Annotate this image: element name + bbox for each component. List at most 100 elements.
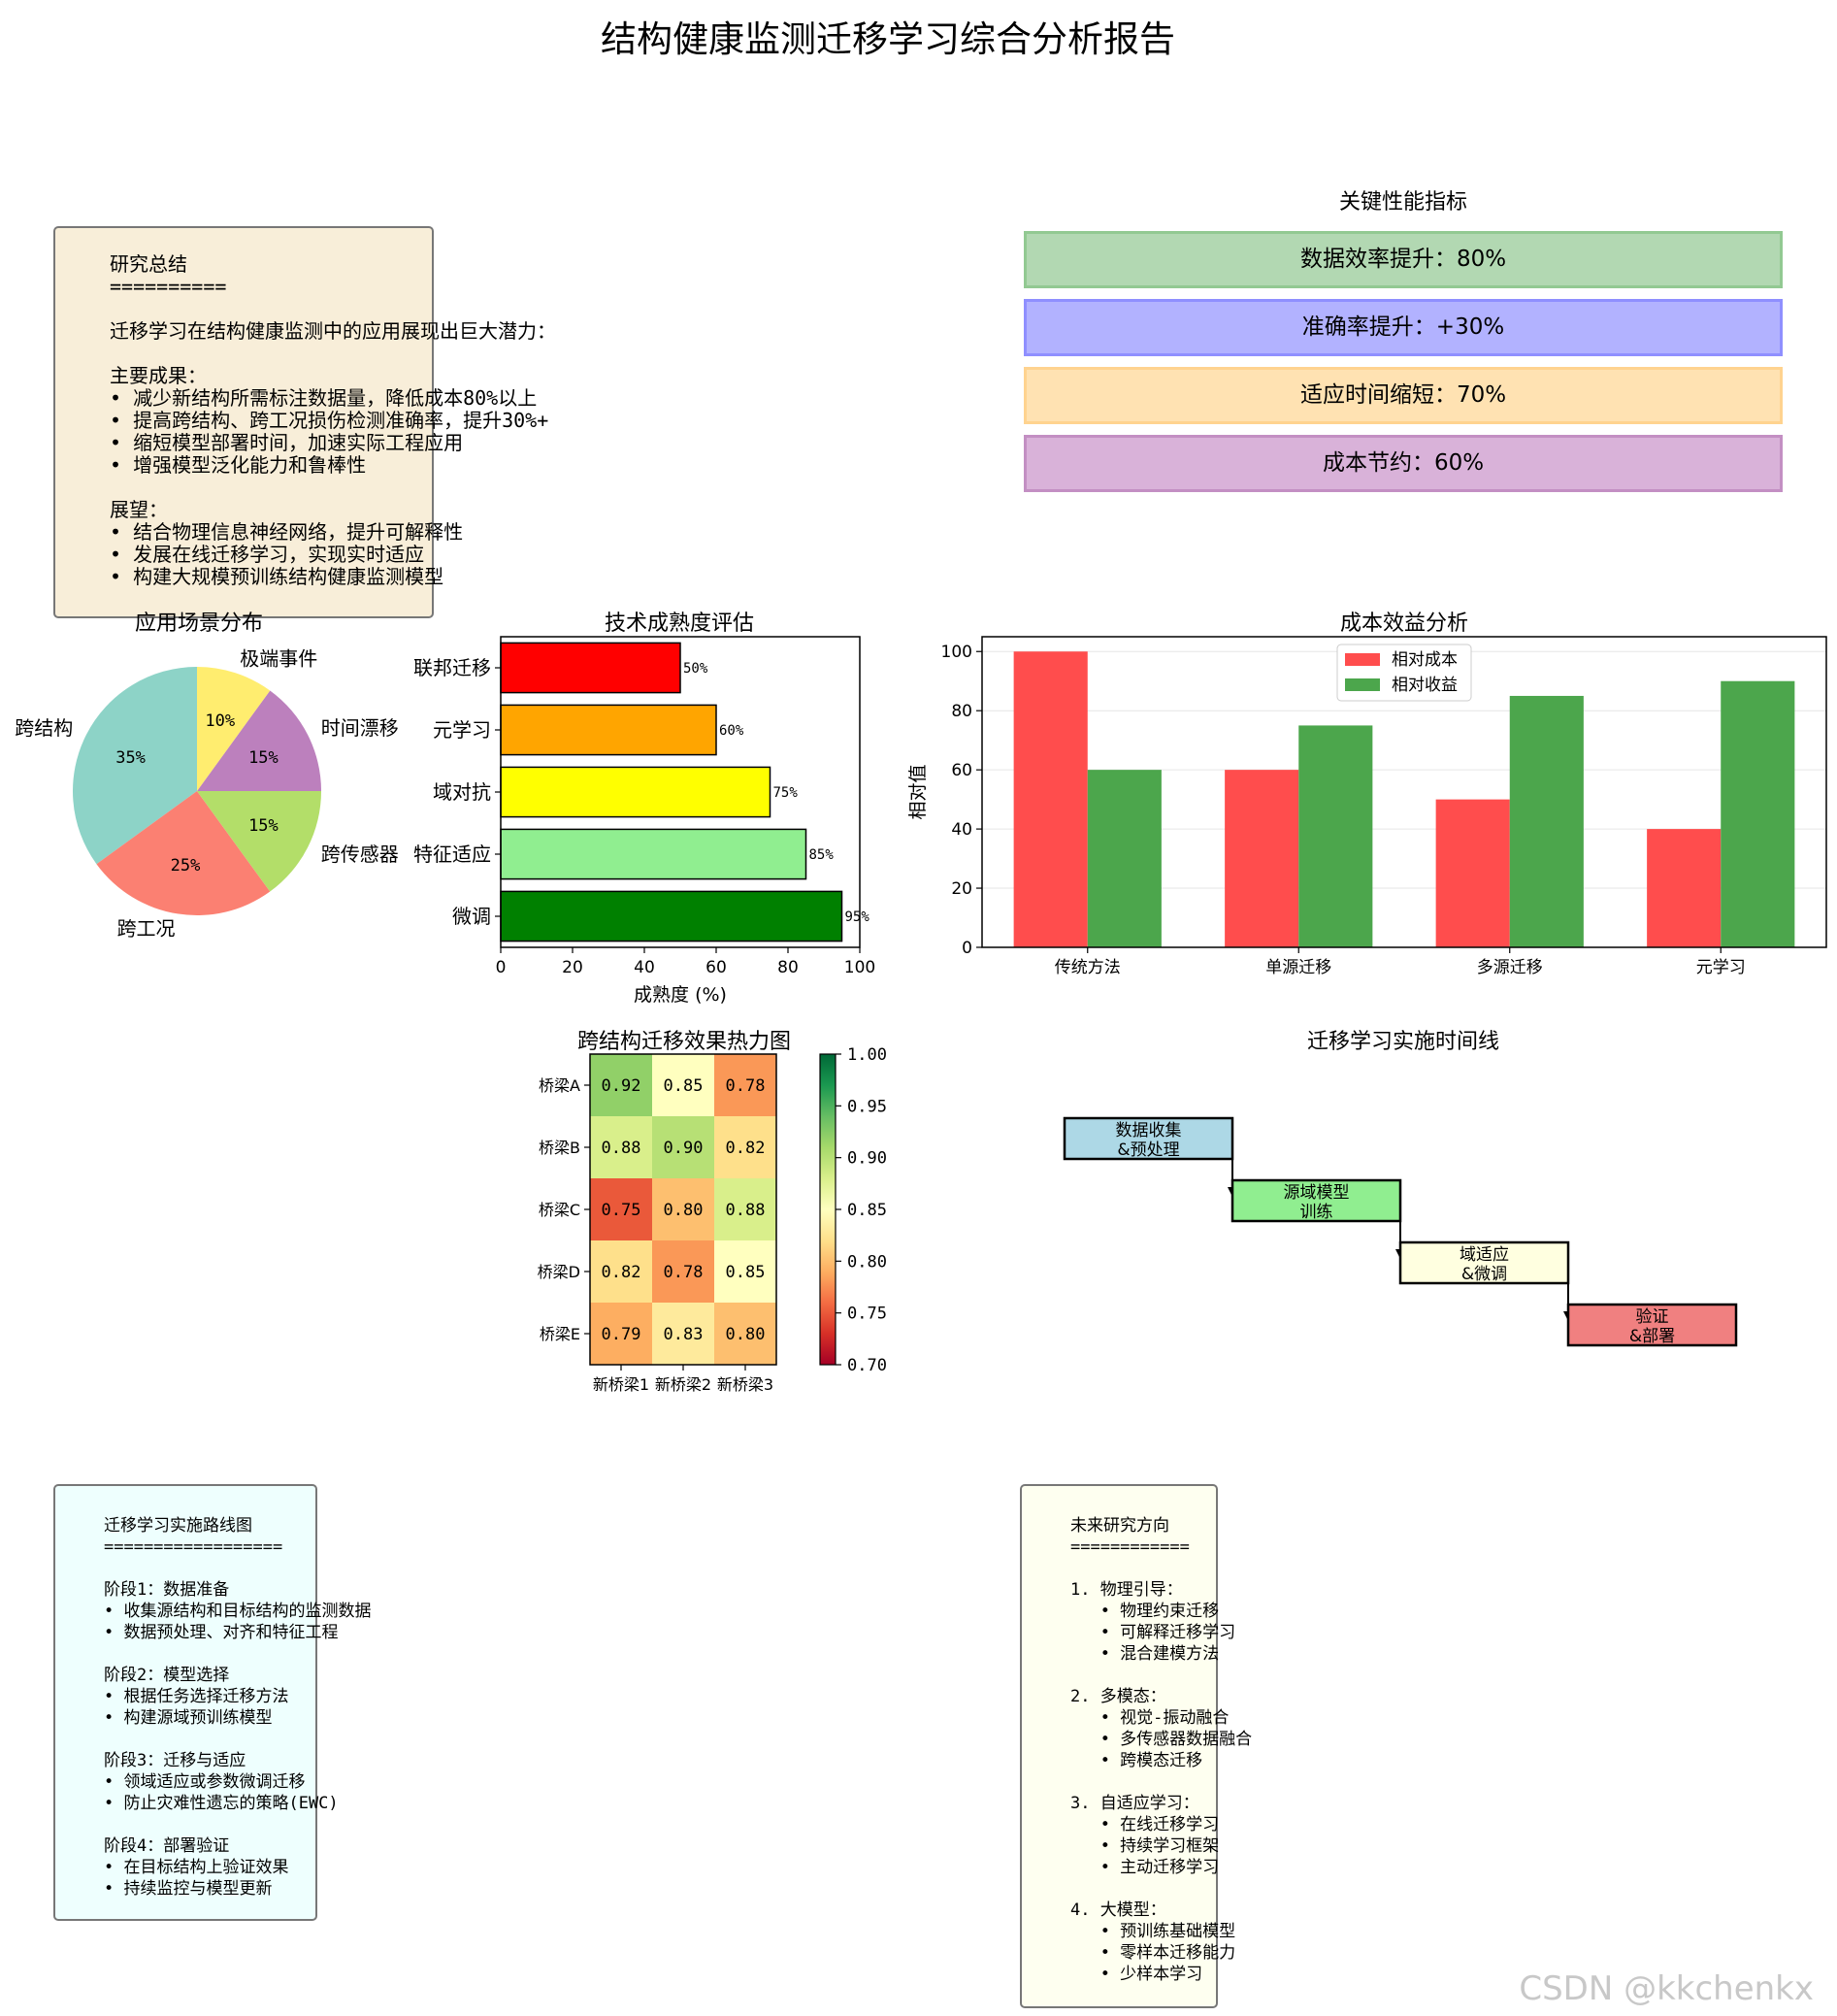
pie-category-label: 跨工况 bbox=[117, 917, 176, 941]
plot-frame bbox=[981, 636, 1827, 948]
maturity-category-label: 元学习 bbox=[433, 718, 491, 742]
pie-category-label: 时间漂移 bbox=[321, 716, 399, 740]
cost-bar bbox=[1509, 695, 1584, 947]
colorbar-tick-label: 0.70 bbox=[847, 1356, 887, 1375]
timeline-step-label: 域适应 bbox=[1460, 1245, 1509, 1265]
heatmap-cell bbox=[714, 1054, 776, 1116]
x-tick-label: 100 bbox=[844, 958, 875, 977]
heatmap-cell-label: 0.92 bbox=[602, 1076, 641, 1096]
x-tick-label: 单源迁移 bbox=[1265, 958, 1331, 977]
timeline-step bbox=[1398, 1240, 1570, 1285]
pie-slice bbox=[197, 791, 321, 892]
timeline-step bbox=[1063, 1116, 1234, 1161]
cost-bar bbox=[1721, 680, 1795, 947]
y-axis-label: 相对值 bbox=[907, 764, 929, 819]
heatmap-row-label: 桥梁E bbox=[540, 1325, 580, 1343]
colorbar-tick-label: 0.95 bbox=[847, 1097, 887, 1116]
roadmap-box: 迁移学习实施路线图 ================== 阶段1：数据准备 • … bbox=[53, 1484, 371, 1921]
maturity-value-label: 85% bbox=[809, 847, 835, 863]
x-tick-label: 传统方法 bbox=[1055, 958, 1121, 977]
heatmap-cell bbox=[652, 1178, 714, 1240]
heatmap-cell-label: 0.80 bbox=[664, 1201, 704, 1220]
heatmap-cell bbox=[714, 1303, 776, 1365]
timeline-title: 迁移学习实施时间线 bbox=[1306, 1030, 1499, 1054]
heatmap-cell-label: 0.88 bbox=[602, 1139, 641, 1158]
pie-category-label: 极端事件 bbox=[240, 647, 317, 671]
kpi-title: 关键性能指标 bbox=[1338, 190, 1467, 215]
cost-chart: 020406080100传统方法单源迁移多源迁移元学习相对值相对成本相对收益 bbox=[907, 636, 1827, 977]
maturity-category-label: 特征适应 bbox=[413, 843, 491, 866]
heatmap-col-label: 新桥梁1 bbox=[593, 1375, 649, 1394]
plot-frame bbox=[589, 1053, 777, 1366]
heatmap-cell-label: 0.82 bbox=[602, 1263, 641, 1282]
kpi-item: 成本节约：60% bbox=[1024, 435, 1783, 492]
maturity-value-label: 60% bbox=[719, 723, 744, 739]
colorbar-tick-label: 0.90 bbox=[847, 1149, 887, 1169]
x-tick-label: 0 bbox=[496, 958, 507, 977]
timeline-step-label: 数据收集 bbox=[1116, 1121, 1182, 1140]
x-tick-label: 元学习 bbox=[1696, 958, 1746, 977]
colorbar-tick-label: 0.75 bbox=[847, 1305, 887, 1324]
maturity-category-label: 微调 bbox=[452, 905, 491, 928]
cost-bar bbox=[1013, 651, 1088, 947]
heatmap-cell bbox=[590, 1178, 652, 1240]
colorbar-tick-label: 0.85 bbox=[847, 1201, 887, 1220]
pie-pct-label: 35% bbox=[115, 748, 146, 768]
cost-bar bbox=[1225, 770, 1299, 947]
maturity-category-label: 联邦迁移 bbox=[413, 656, 491, 679]
heatmap-cell bbox=[652, 1240, 714, 1303]
x-tick-label: 60 bbox=[705, 958, 727, 977]
x-tick-label: 80 bbox=[777, 958, 799, 977]
maturity-value-label: 75% bbox=[773, 785, 799, 801]
timeline-step-label: 源域模型 bbox=[1284, 1183, 1350, 1203]
pie-slice bbox=[197, 690, 321, 791]
heatmap-chart: 0.92 0.85 0.78 桥梁A 0.88 0.90 0.82 桥梁B 0.75 0.80 0.… bbox=[538, 1045, 887, 1394]
summary-text: 研究总结 ========== 迁移学习在结构健康监测中的应用展现出巨大潜力： … bbox=[110, 252, 556, 588]
maturity-value-label: 50% bbox=[683, 661, 708, 677]
x-axis-label: 成熟度 (%) bbox=[634, 984, 727, 1006]
maturity-bar bbox=[500, 766, 771, 818]
heatmap-row-label: 桥梁A bbox=[539, 1076, 580, 1095]
pie-slice bbox=[96, 791, 271, 915]
timeline-step-label: &微调 bbox=[1461, 1265, 1507, 1284]
plot-frame bbox=[500, 636, 861, 948]
heatmap-cell bbox=[714, 1116, 776, 1178]
heatmap-cell-label: 0.78 bbox=[664, 1263, 704, 1282]
legend-swatch bbox=[1345, 653, 1380, 666]
timeline-step-label: 验证 bbox=[1636, 1307, 1669, 1327]
maturity-bar bbox=[500, 890, 843, 942]
pie-pct-label: 10% bbox=[205, 711, 235, 731]
maturity-bar bbox=[500, 704, 717, 756]
maturity-bar bbox=[500, 828, 807, 880]
heatmap-row-label: 桥梁C bbox=[539, 1201, 580, 1219]
page-title: 结构健康监测迁移学习综合分析报告 bbox=[601, 18, 1175, 60]
colorbar-tick-label: 1.00 bbox=[847, 1045, 887, 1065]
maturity-category-label: 域对抗 bbox=[433, 780, 491, 804]
legend-label: 相对收益 bbox=[1392, 676, 1458, 695]
heatmap-cell bbox=[652, 1116, 714, 1178]
heatmap-cell-label: 0.75 bbox=[602, 1201, 641, 1220]
pie-pct-label: 15% bbox=[248, 816, 279, 836]
heatmap-row-label: 桥梁B bbox=[539, 1139, 580, 1157]
x-tick-label: 20 bbox=[562, 958, 583, 977]
y-tick-label: 40 bbox=[951, 820, 972, 840]
legend-swatch bbox=[1345, 678, 1380, 691]
heatmap-cell-label: 0.88 bbox=[726, 1201, 766, 1220]
cost-bar bbox=[1435, 799, 1510, 947]
heatmap-col-label: 新桥梁3 bbox=[717, 1375, 773, 1394]
heatmap-cell bbox=[590, 1054, 652, 1116]
heatmap-cell-label: 0.79 bbox=[602, 1325, 641, 1344]
kpi-item: 适应时间缩短：70% bbox=[1024, 367, 1783, 424]
cost-bar bbox=[1298, 725, 1373, 947]
heatmap-cell bbox=[590, 1240, 652, 1303]
maturity-value-label: 95% bbox=[845, 909, 870, 925]
heatmap-title: 跨结构迁移效果热力图 bbox=[576, 1030, 791, 1054]
kpi-item: 数据效率提升：80% bbox=[1024, 231, 1783, 288]
maturity-bar bbox=[500, 642, 681, 694]
heatmap-cell-label: 0.83 bbox=[664, 1325, 704, 1344]
heatmap-cell-label: 0.78 bbox=[726, 1076, 766, 1096]
timeline-step bbox=[1230, 1178, 1402, 1223]
direction-box: 未来研究方向 ============ 1. 物理引导： • 物理约束迁移 • … bbox=[1020, 1484, 1252, 2008]
